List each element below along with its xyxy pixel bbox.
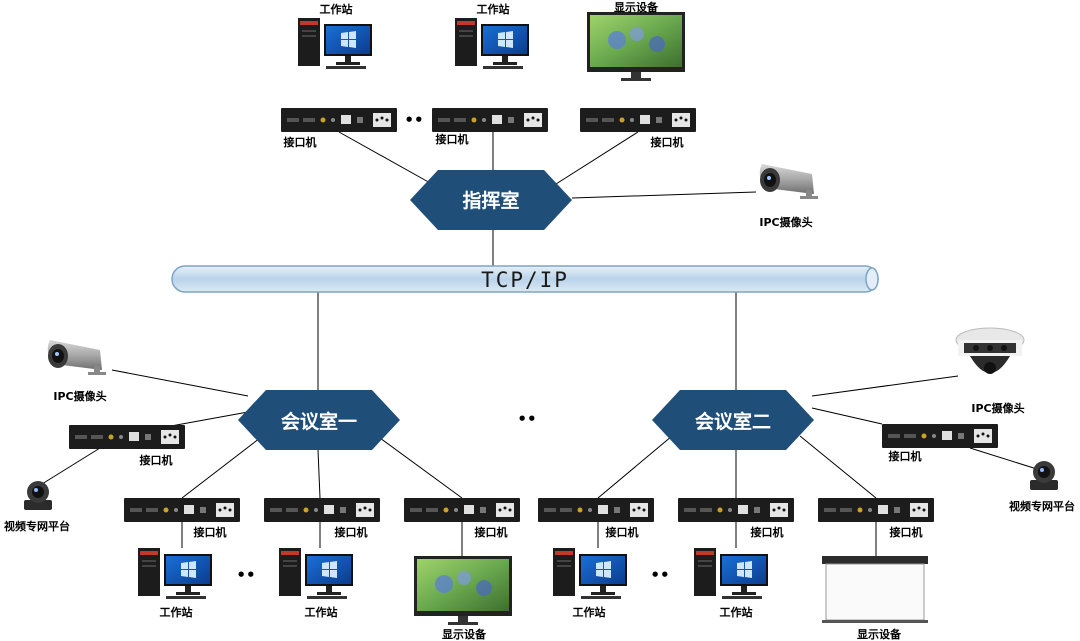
display-1-label: 显示设备 [614,0,659,14]
interface-box-m1-d-label: 接口机 [475,525,508,539]
ellipsis-dots: •• [404,111,423,129]
ellipsis-dots: •• [650,566,669,584]
ellipsis-dots: •• [517,410,536,428]
interface-box-m2-c: 接口机 [678,498,794,539]
video-platform-left-label: 视频专网平台 [4,519,70,533]
interface-box-m2-d-label: 接口机 [890,525,923,539]
meeting-room-1-hub: 会议室一 [238,390,400,450]
ipc-camera-top: IPC摄像头 [759,164,818,229]
command-room-hub: 指挥室 [410,170,572,230]
interface-box-3-label: 接口机 [651,135,684,149]
command-room-label: 指挥室 [462,189,519,212]
meeting-room-2-hub: 会议室二 [652,390,814,450]
interface-box-m1-a: 接口机 [69,425,185,467]
workstation-m1-b-label: 工作站 [305,605,338,619]
connection-lines [41,131,1041,556]
interface-box-m2-a: 接口机 [882,424,998,463]
display-1: 显示设备 [587,0,685,81]
interface-box-m1-c-label: 接口机 [335,525,368,539]
meeting-room-2-label: 会议室二 [695,410,771,433]
video-platform-right-label: 视频专网平台 [1009,499,1075,513]
display-m1-label: 显示设备 [442,627,487,641]
interface-box-m2-d: 接口机 [818,498,934,539]
ipc-camera-top-label: IPC摄像头 [759,215,812,229]
bus-label: TCP/IP [481,268,569,292]
workstation-m1-a-label: 工作站 [160,605,193,619]
workstation-m2-a: 工作站 [553,548,627,619]
ellipsis-dots: •• [236,566,255,584]
ipc-camera-left-label: IPC摄像头 [53,389,106,403]
interface-box-m1-c: 接口机 [264,498,380,539]
interface-box-2: 接口机 [432,108,548,146]
interface-box-m2-b-label: 接口机 [606,525,639,539]
interface-box-2-label: 接口机 [436,132,469,146]
meeting-room-1-label: 会议室一 [281,410,357,433]
video-platform-left: 视频专网平台 [4,481,70,533]
interface-box-m2-c-label: 接口机 [751,525,784,539]
interface-box-m1-b: 接口机 [124,498,240,539]
tcp-ip-bus: TCP/IP [171,265,879,293]
display-m1: 显示设备 [414,556,512,641]
projection-screen: 显示设备 [821,555,929,641]
interface-box-1: 接口机 [281,108,397,149]
ipc-camera-left: IPC摄像头 [47,340,107,403]
ipc-camera-dome: IPC摄像头 [955,327,1025,415]
workstation-m2-a-label: 工作站 [573,605,606,619]
workstation-m1-b: 工作站 [279,548,353,619]
workstation-1: 工作站 [298,2,372,69]
interface-box-m1-a-label: 接口机 [140,453,173,467]
interface-box-3: 接口机 [580,108,696,149]
ipc-camera-dome-label: IPC摄像头 [971,401,1024,415]
workstation-2: 工作站 [455,2,529,69]
workstation-m2-b: 工作站 [694,548,768,619]
interface-box-m1-d: 接口机 [404,498,520,539]
interface-box-m2-b: 接口机 [538,498,654,539]
workstation-1-label: 工作站 [320,2,353,16]
workstation-2-label: 工作站 [477,2,510,16]
video-platform-right: 视频专网平台 [1009,461,1075,513]
projection-screen-label: 显示设备 [857,627,902,641]
interface-box-m2-a-label: 接口机 [889,449,922,463]
workstation-m2-b-label: 工作站 [720,605,753,619]
interface-box-1-label: 接口机 [284,135,317,149]
interface-box-m1-b-label: 接口机 [194,525,227,539]
workstation-m1-a: 工作站 [138,548,212,619]
